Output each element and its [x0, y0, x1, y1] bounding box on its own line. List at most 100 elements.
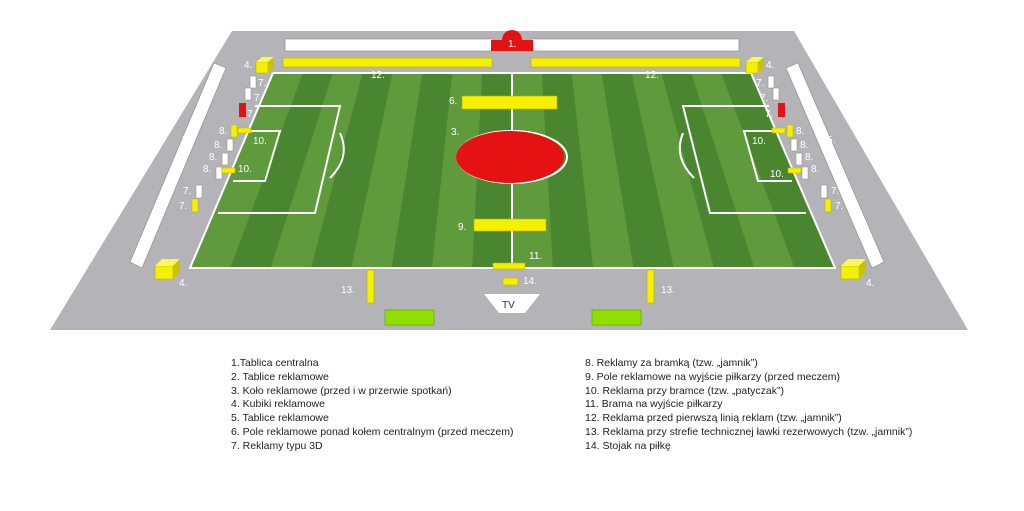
marker-7-right-a: 7. — [756, 78, 764, 89]
legend-item: 11. Brama na wyjście piłkarzy — [585, 398, 723, 411]
grass-stripe — [310, 73, 393, 268]
left-penalty-area — [218, 105, 342, 214]
tv-camera-platform — [484, 294, 540, 313]
marker-8-right-a: 8. — [796, 126, 804, 137]
marker-8-left-b: 8. — [214, 140, 222, 151]
ad-3d-right-1 — [767, 75, 775, 89]
ad-3d-left-3 — [195, 184, 203, 199]
ad-3d-right-red — [778, 103, 785, 117]
legend-item: 10. Reklama przy bramce (tzw. „patyczak”… — [585, 384, 784, 397]
marker-12-left: 12. — [371, 70, 385, 81]
right-penalty-arc — [678, 132, 695, 179]
marker-4-bottom-left: 4. — [179, 278, 187, 289]
behind-goal-jamnik-right-4 — [801, 166, 809, 180]
ad-3d-right-4 — [824, 198, 832, 213]
marker-8-left-d: 8. — [203, 164, 211, 175]
right-penalty-area — [681, 105, 806, 214]
stadium-diagram: 1. 12. 12. 5. 5. 4. 4. 4. 4. 7. 7. 7. 7.… — [50, 30, 968, 330]
marker-6: 6. — [449, 96, 457, 107]
marker-5-left: 5. — [182, 135, 190, 146]
marker-7-right-c: 7. — [765, 109, 773, 120]
marker-9: 9. — [458, 222, 466, 233]
marker-7-left-e: 7. — [179, 201, 187, 212]
behind-goal-jamnik-left-1 — [230, 124, 238, 138]
marker-10-right-b: 10. — [770, 169, 784, 180]
bench-right — [591, 309, 642, 326]
ad-cube-top-right — [745, 57, 764, 74]
marker-7-left-a: 7. — [258, 78, 266, 89]
legend-item: 13. Reklama przy strefie technicznej ław… — [585, 425, 913, 438]
marker-8-right-c: 8. — [805, 152, 813, 163]
legend-item: 7. Reklamy typu 3D — [231, 439, 323, 452]
legend-item: 5. Tablice reklamowe — [231, 412, 329, 425]
ball-stand — [502, 277, 519, 286]
marker-8-left-c: 8. — [209, 152, 217, 163]
ad-3d-left-4 — [191, 198, 199, 213]
left-goal-area — [233, 130, 282, 182]
ad-3d-left-2 — [244, 87, 252, 101]
ad-3d-left-red — [239, 103, 246, 117]
marker-14: 14. — [523, 276, 537, 287]
marker-7-right-e: 7. — [835, 201, 843, 212]
right-goal-area — [742, 130, 792, 182]
top-ad-board-right — [530, 38, 740, 52]
marker-12-right: 12. — [645, 70, 659, 81]
legend-item: 4. Kubiki reklamowe — [231, 398, 325, 411]
ad-cube-bottom-left — [154, 259, 180, 280]
behind-goal-jamnik-right-1 — [786, 124, 794, 138]
marker-4-top-left: 4. — [244, 60, 252, 71]
marker-4-top-right: 4. — [766, 60, 774, 71]
marker-5-right: 5. — [827, 135, 835, 146]
central-scoreboard-1 — [491, 30, 533, 51]
center-ad-circle — [456, 131, 564, 183]
field-above-center-circle — [461, 95, 558, 110]
behind-goal-jamnik-left-3 — [221, 152, 229, 166]
behind-goal-jamnik-left-2 — [226, 138, 234, 152]
technical-area-jamnik-left — [366, 269, 375, 304]
left-penalty-arc — [329, 132, 345, 179]
marker-11: 11. — [529, 251, 542, 262]
marker-7-right-b: 7. — [760, 93, 768, 104]
grass-stripe — [391, 73, 453, 268]
legend-right-column: 8. Reklamy za bramką (tzw. „jamnik”) 9. … — [585, 357, 912, 454]
legend-item: 3. Koło reklamowe (przed i w przerwie sp… — [231, 384, 452, 397]
marker-7-left-d: 7. — [183, 186, 191, 197]
behind-goal-jamnik-left-4 — [215, 166, 223, 180]
marker-1: 1. — [508, 39, 516, 50]
front-line-jamnik-right — [530, 57, 741, 68]
ad-3d-right-3 — [820, 184, 828, 199]
goal-patyczak-right-top — [771, 127, 786, 134]
legend-item: 2. Tablice reklamowe — [231, 370, 329, 383]
marker-7-left-c: 7. — [247, 109, 255, 120]
marker-7-right-d: 7. — [831, 186, 839, 197]
marker-10-left-b: 10. — [238, 164, 252, 175]
marker-10-right-a: 10. — [752, 136, 766, 147]
pitch-grass-stripes — [230, 73, 835, 268]
legend-item: 14. Stojak na piłkę — [585, 439, 671, 452]
marker-10-left-a: 10. — [253, 136, 267, 147]
marker-13-right: 13. — [661, 285, 675, 296]
grass-stripe — [601, 73, 674, 268]
marker-8-right-b: 8. — [800, 140, 808, 151]
grass-stripe — [661, 73, 755, 268]
players-entrance-field — [473, 218, 547, 232]
legend-left-column: 1.Tablica centralna 2. Tablice reklamowe… — [231, 357, 513, 454]
bench-left — [384, 309, 435, 326]
marker-8-left-a: 8. — [219, 126, 227, 137]
players-exit-gate — [492, 262, 526, 270]
legend-item: 6. Pole reklamowe ponad kołem centralnym… — [231, 425, 514, 438]
ad-cube-bottom-right — [840, 259, 866, 280]
side-ad-board-right — [785, 62, 885, 269]
technical-area-jamnik-right — [646, 269, 655, 304]
behind-goal-jamnik-right-3 — [795, 152, 803, 166]
legend-item: 8. Reklamy za bramką (tzw. „jamnik”) — [585, 357, 758, 369]
ad-3d-right-2 — [772, 87, 780, 101]
marker-7-left-b: 7. — [254, 93, 262, 104]
grass-stripe — [541, 73, 594, 268]
goal-patyczak-left-bottom — [221, 167, 236, 174]
marker-8-right-d: 8. — [811, 164, 819, 175]
ad-cube-top-left — [255, 57, 274, 74]
top-ad-board-left — [284, 38, 494, 52]
goal-patyczak-left-top — [237, 127, 252, 134]
marker-3: 3. — [451, 127, 459, 138]
